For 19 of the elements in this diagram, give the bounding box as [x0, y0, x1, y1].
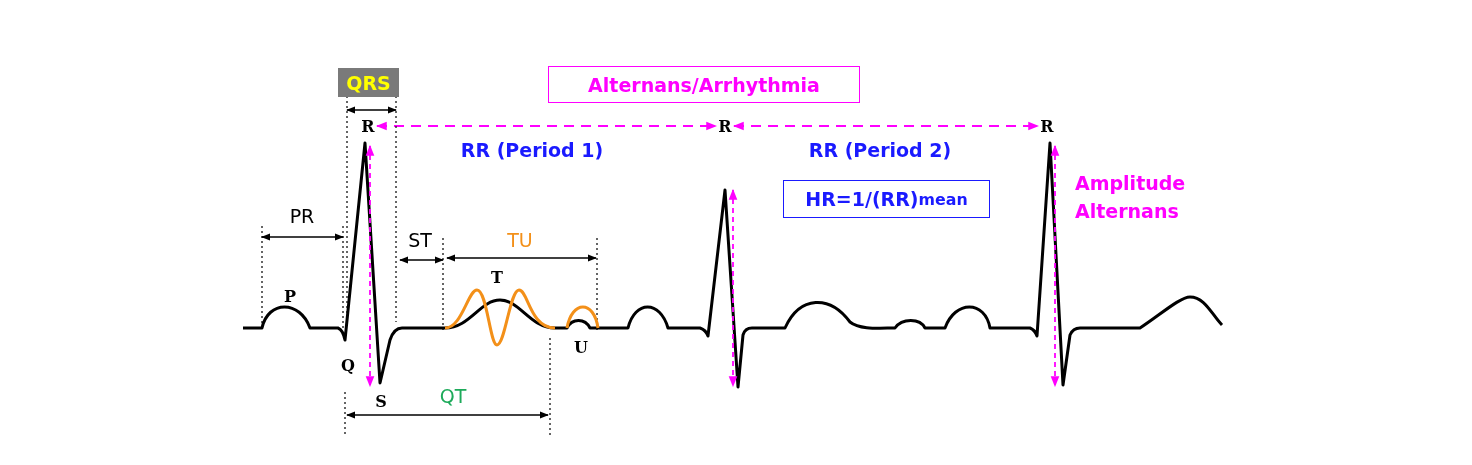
peak-label: R — [717, 115, 733, 137]
interval-label: PR — [289, 205, 315, 227]
interval-label: RR (Period 2) — [808, 139, 952, 161]
wave-label: T — [491, 269, 503, 287]
interval-arrow — [375, 121, 718, 131]
interval-label: ST — [408, 229, 432, 251]
peak-label: R — [360, 115, 376, 137]
label-box: Alternans/Arrhythmia — [548, 66, 860, 103]
interval-label: QT — [439, 385, 467, 407]
wave-label: S — [375, 393, 387, 411]
wave-label: Q — [341, 357, 355, 375]
label-box: QRS — [338, 68, 399, 97]
wave-label: U — [574, 339, 588, 357]
wave-label: P — [284, 288, 296, 306]
peak-label: R — [1039, 115, 1055, 137]
annotation-text: Amplitude Alternans — [1075, 171, 1187, 224]
interval-label: TU — [507, 229, 533, 251]
interval-label: RR (Period 1) — [460, 139, 604, 161]
interval-arrow — [732, 121, 1040, 131]
